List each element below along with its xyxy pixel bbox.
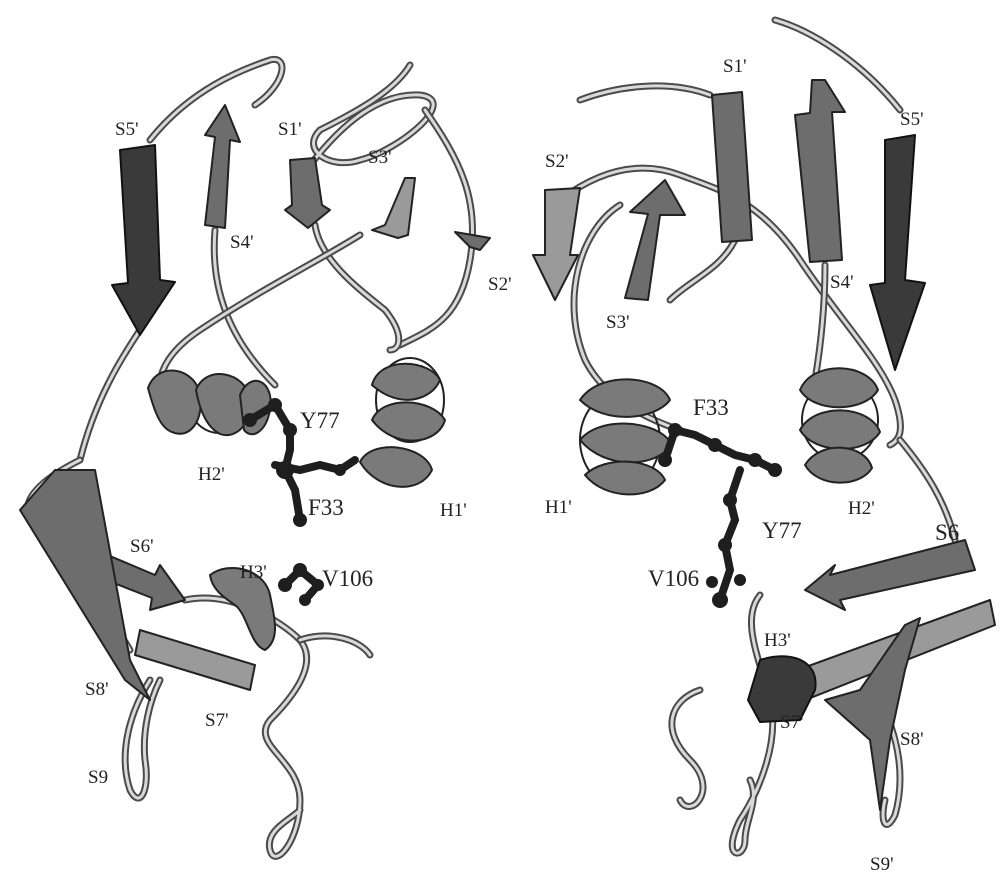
left-strand-s3 [372, 178, 415, 238]
left-label-s7: S7' [205, 710, 229, 731]
left-strand-s1 [285, 158, 330, 228]
right-label-s9: S9' [870, 854, 894, 875]
right-label-s8: S8' [900, 729, 924, 750]
left-label-s9: S9 [88, 767, 108, 788]
left-label-s5: S5' [115, 119, 139, 140]
right-strand-s1 [712, 92, 752, 242]
left-label-s3: S3' [368, 147, 392, 168]
right-label-f33: F33 [693, 395, 729, 420]
left-label-s4: S4' [230, 232, 254, 253]
left-label-v106: V106 [322, 566, 373, 591]
right-helix-h1 [580, 379, 672, 494]
right-label-s4: S4' [830, 272, 854, 293]
left-strand-s4 [205, 105, 240, 228]
right-label-h1: H1' [545, 497, 572, 518]
right-label-h2: H2' [848, 498, 875, 519]
right-strand-s5 [870, 135, 925, 370]
right-label-h3: H3' [764, 630, 791, 651]
left-helix-h1 [360, 358, 445, 487]
right-label-y77: Y77 [762, 518, 802, 543]
left-label-s8: S8' [85, 679, 109, 700]
right-label-s6: S6 [935, 520, 959, 545]
right-strand-s6 [805, 540, 975, 610]
right-label-s2: S2' [545, 151, 569, 172]
left-label-h2: H2' [198, 464, 225, 485]
left-label-h1: H1' [440, 500, 467, 521]
left-label-f33: F33 [308, 495, 344, 520]
left-label-y77: Y77 [300, 408, 340, 433]
left-label-s2: S2' [488, 274, 512, 295]
right-strand-s4 [795, 80, 845, 262]
right-strand-s3 [625, 180, 685, 300]
left-protein-structure: S5' S4' S1' S3' S2' H2' Y77 F33 H1' S6' … [20, 59, 512, 856]
left-label-s6: S6' [130, 536, 154, 557]
right-helix-h2 [800, 368, 880, 482]
right-label-v106: V106 [648, 566, 699, 591]
right-label-s5: S5' [900, 109, 924, 130]
right-label-s3: S3' [606, 312, 630, 333]
right-label-s1: S1' [723, 56, 747, 77]
left-strand-s2 [455, 232, 490, 250]
right-label-s7: S7' [780, 712, 804, 733]
left-label-s1: S1' [278, 119, 302, 140]
left-strand-s5 [112, 145, 175, 335]
left-label-h3: H3' [240, 562, 267, 583]
right-protein-structure: S1' S5' S2' S4' S3' F33 H1' H2' Y77 S6 V… [533, 20, 995, 875]
